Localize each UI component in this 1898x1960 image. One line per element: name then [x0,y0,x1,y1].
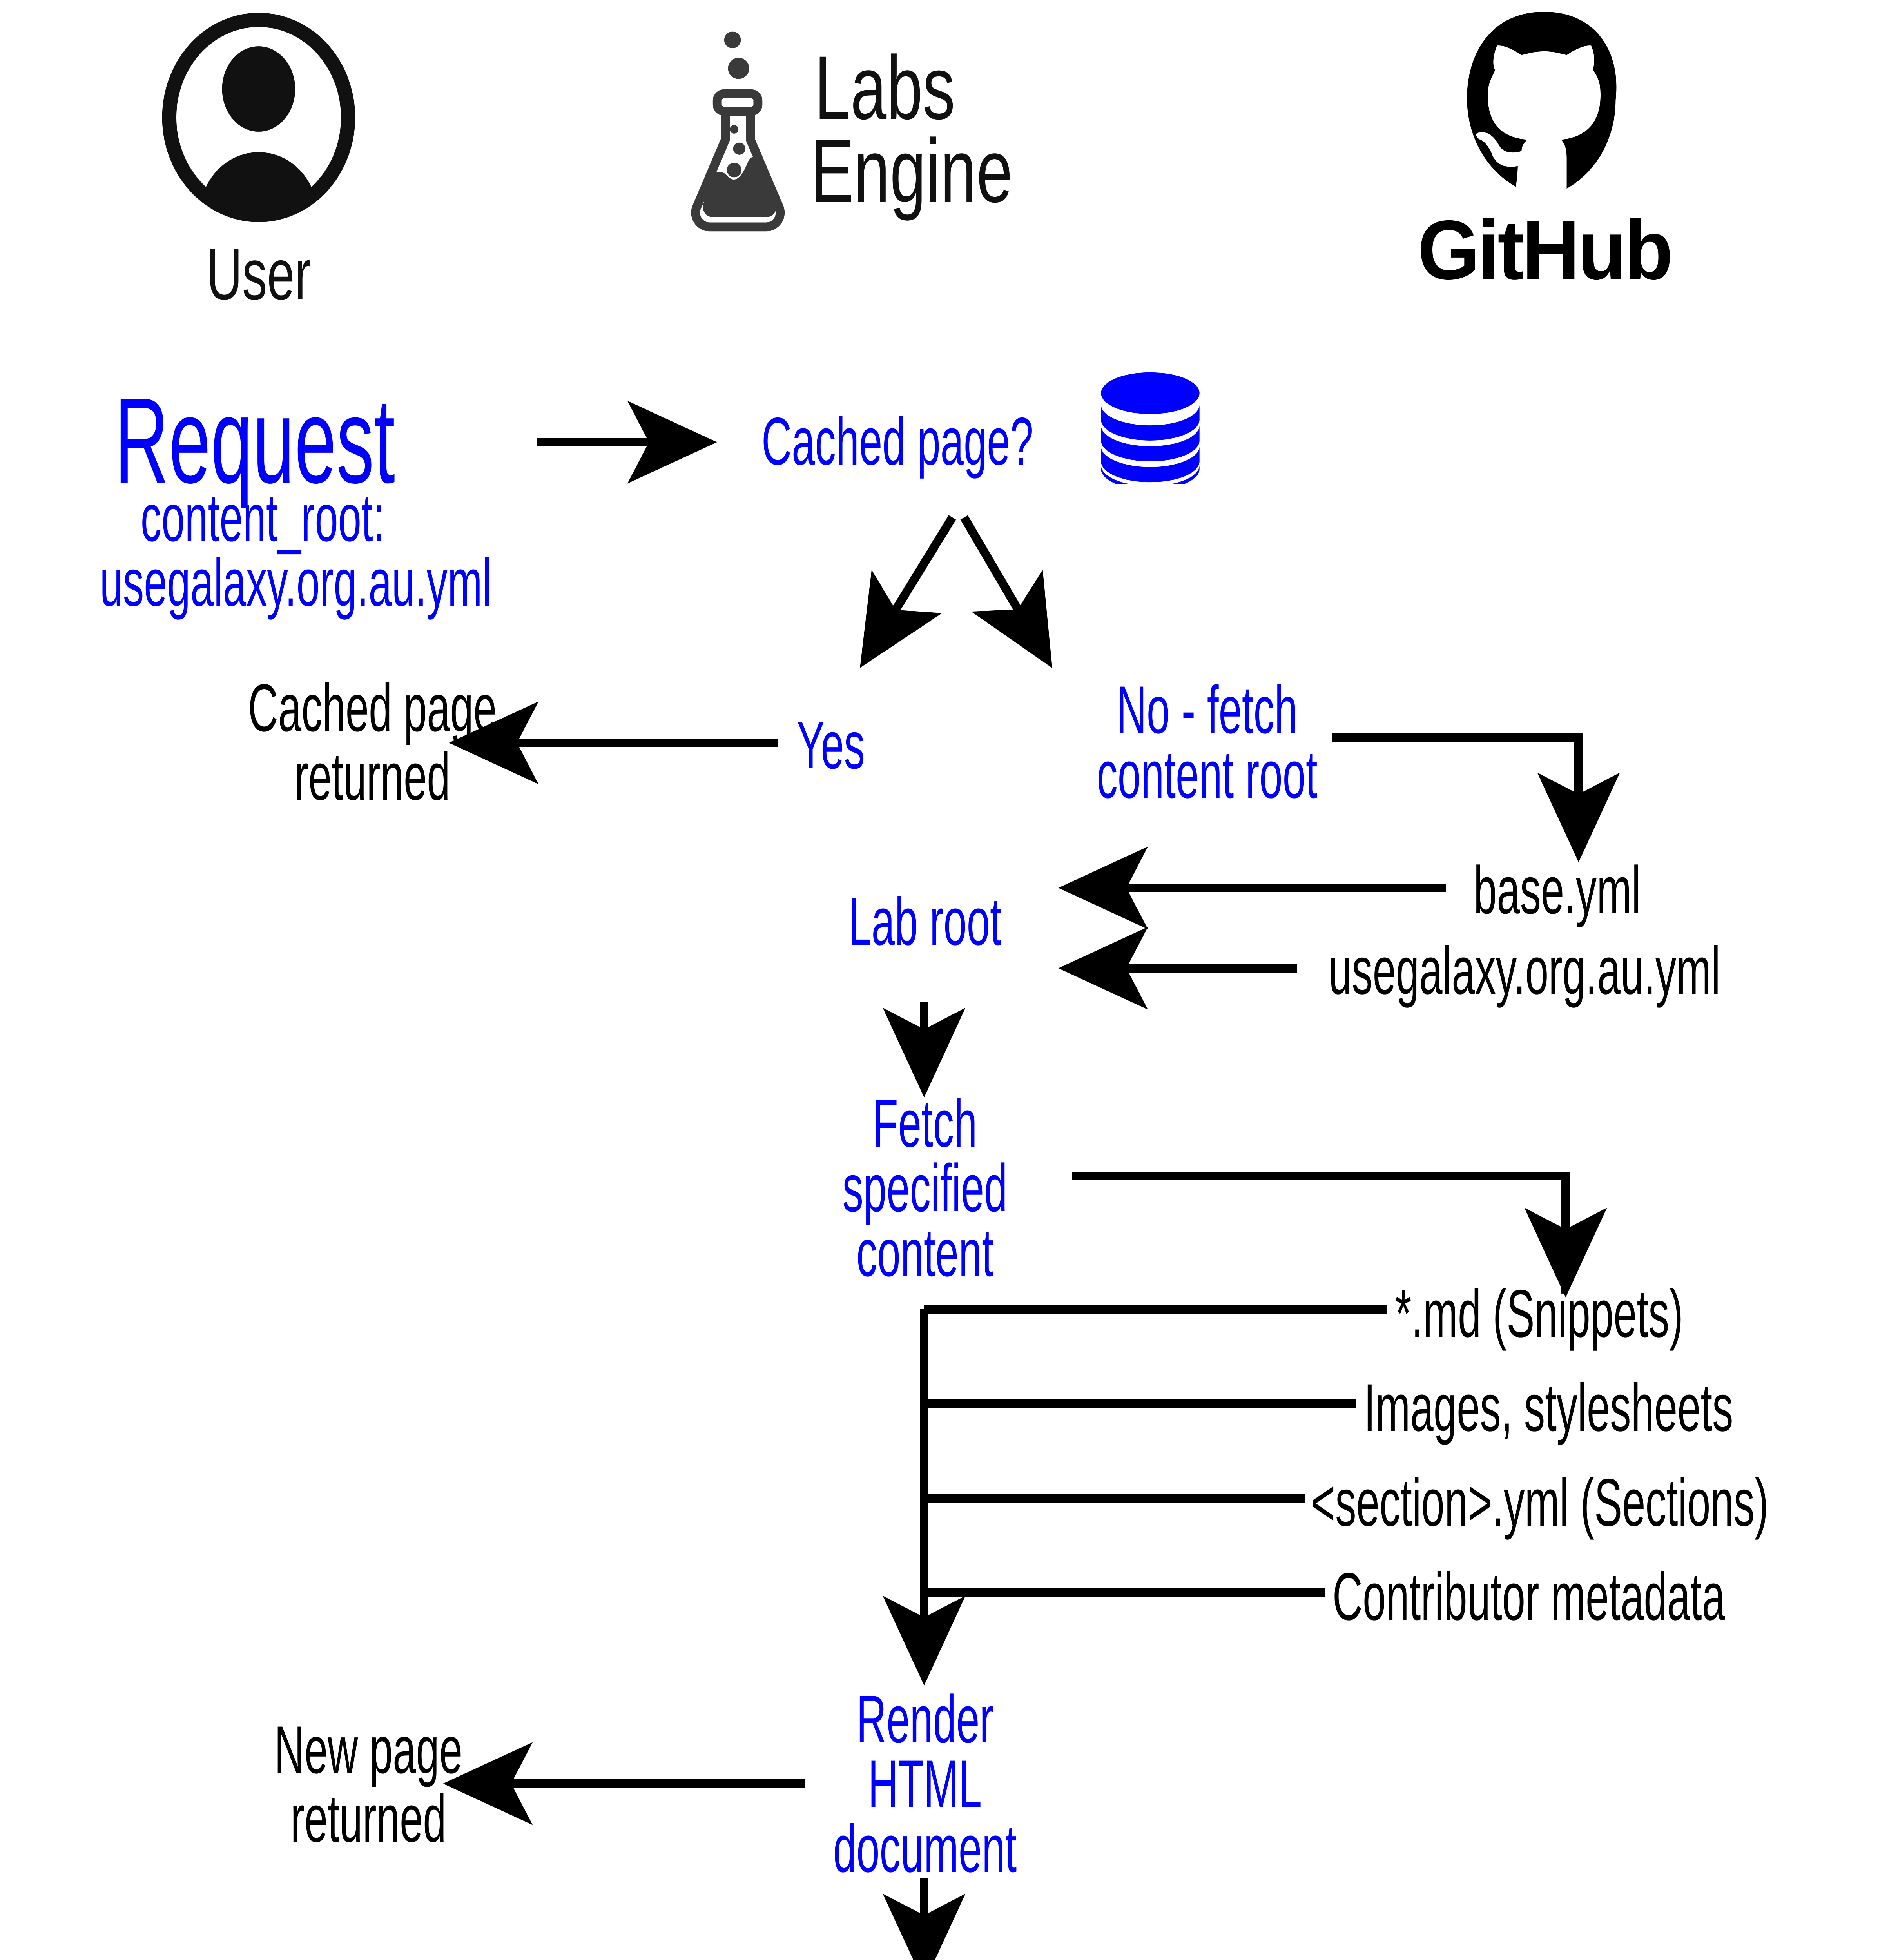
content-item-label-4: Contributor metadata [1332,1559,1725,1634]
actor-labs-engine: Labs Engine [678,20,1091,239]
node-no-fetch-line2: content root [1097,737,1318,812]
actor-user-label: User [206,234,311,315]
node-new-page-line2: returned [290,1781,446,1856]
user-avatar-icon [162,13,355,222]
node-request: Request [114,372,395,508]
edge-cached-to-nofetch [960,515,1053,668]
node-lab-root: Lab root [848,884,1002,959]
database-icon [1101,372,1200,490]
content-item-label-2: Images, stylesheets [1364,1370,1733,1445]
edge-cached-to-yes [860,515,956,668]
node-cached-page-question: Cached page? [761,404,1033,479]
actor-labs-label-line1: Labs [814,37,955,138]
actor-labs-label-line2: Engine [810,120,1013,221]
node-cached-returned-line1: Cached page [248,670,497,746]
node-request-detail-line1: content_root: [140,480,385,555]
node-yes: Yes [797,708,865,783]
content-item-label-3: <section>.yml (Sections) [1311,1465,1769,1540]
database-cylinder-top [1093,370,1207,490]
edge-fetch-to-contentlist [1072,1172,1607,1298]
content-item-label-1: *.md (Snippets) [1395,1276,1683,1351]
github-octocat-icon [1467,12,1617,189]
actor-user: User [157,12,361,316]
node-render-line1: Render [856,1682,993,1757]
node-fetch-line2: specified [842,1151,1008,1226]
node-fetch-line1: Fetch [872,1086,977,1161]
node-no-fetch-line1: No - fetch [1116,672,1298,748]
actor-github: GitHub [1411,8,1678,299]
node-base-yml: base.yml [1474,853,1641,928]
flask-icon [691,31,785,232]
node-render-line2: HTML [868,1746,982,1822]
node-request-detail-line2: usegalaxy.org.au.yml [100,545,492,620]
node-fetch-line3: content [856,1215,993,1290]
node-new-page-line1: New page [274,1712,463,1788]
node-usegalaxy-yml: usegalaxy.org.au.yml [1329,933,1720,1008]
node-cached-returned-line2: returned [294,739,450,814]
actor-github-label: GitHub [1418,203,1673,297]
node-render-line3: document [833,1811,1017,1886]
